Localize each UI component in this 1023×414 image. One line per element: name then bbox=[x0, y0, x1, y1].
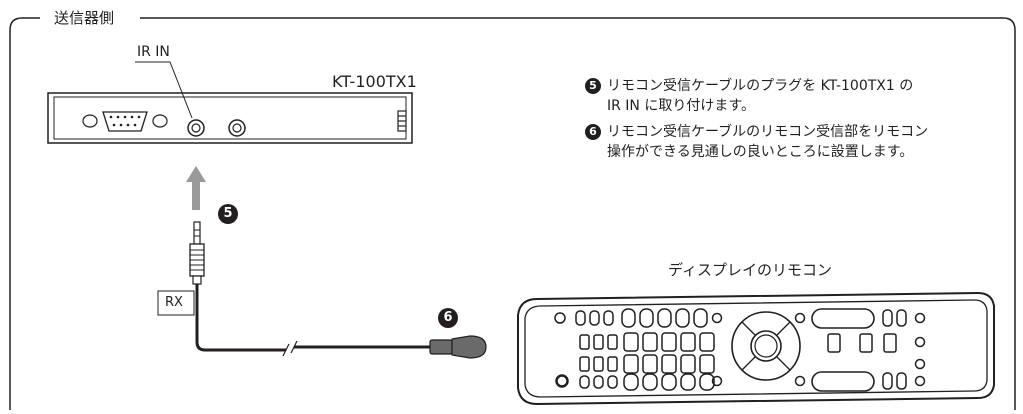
remote-caption: ディスプレイのリモコン bbox=[668, 261, 832, 279]
device-label: KT-100TX1 bbox=[332, 72, 417, 91]
ir-in-label: IR IN bbox=[137, 44, 170, 60]
serial-port bbox=[82, 111, 168, 132]
remote-dpad bbox=[731, 311, 801, 381]
rx-label: RX bbox=[165, 295, 183, 310]
indicator-block bbox=[397, 110, 407, 132]
step-6-line2: 操作ができる見通しの良いところに設置します。 bbox=[607, 144, 914, 160]
step-5-line2: IR IN に取り付けます。 bbox=[607, 98, 755, 114]
ir-in-jack bbox=[187, 119, 205, 137]
remote-control bbox=[517, 291, 995, 406]
second-jack bbox=[228, 119, 246, 137]
step-6-marker: 6 bbox=[438, 308, 458, 328]
step-6-text: 6 リモコン受信ケーブルのリモコン受信部をリモコン 操作ができる見通しの良いところ… bbox=[585, 122, 928, 162]
section-title: 送信器側 bbox=[48, 9, 121, 27]
cable-break-mark bbox=[282, 340, 298, 357]
step-6-line1: リモコン受信ケーブルのリモコン受信部をリモコン bbox=[607, 124, 929, 140]
insert-arrow bbox=[186, 166, 206, 210]
step-6-badge: 6 bbox=[585, 124, 601, 140]
transmitter-device bbox=[47, 92, 413, 144]
step-5-text: 5 リモコン受信ケーブルのプラグを KT-100TX1 の IR IN に取り付け… bbox=[585, 76, 913, 116]
step-5-marker: 5 bbox=[218, 204, 238, 224]
receiver-cable bbox=[195, 284, 430, 352]
ir-in-leader bbox=[135, 61, 193, 119]
section-frame bbox=[9, 17, 1016, 410]
step-5-line1: リモコン受信ケーブルのプラグを KT-100TX1 の bbox=[607, 78, 914, 94]
rx-box bbox=[157, 290, 195, 316]
stereo-plug bbox=[189, 221, 205, 285]
ir-sensor-head bbox=[429, 335, 487, 359]
step-5-badge: 5 bbox=[585, 78, 601, 94]
